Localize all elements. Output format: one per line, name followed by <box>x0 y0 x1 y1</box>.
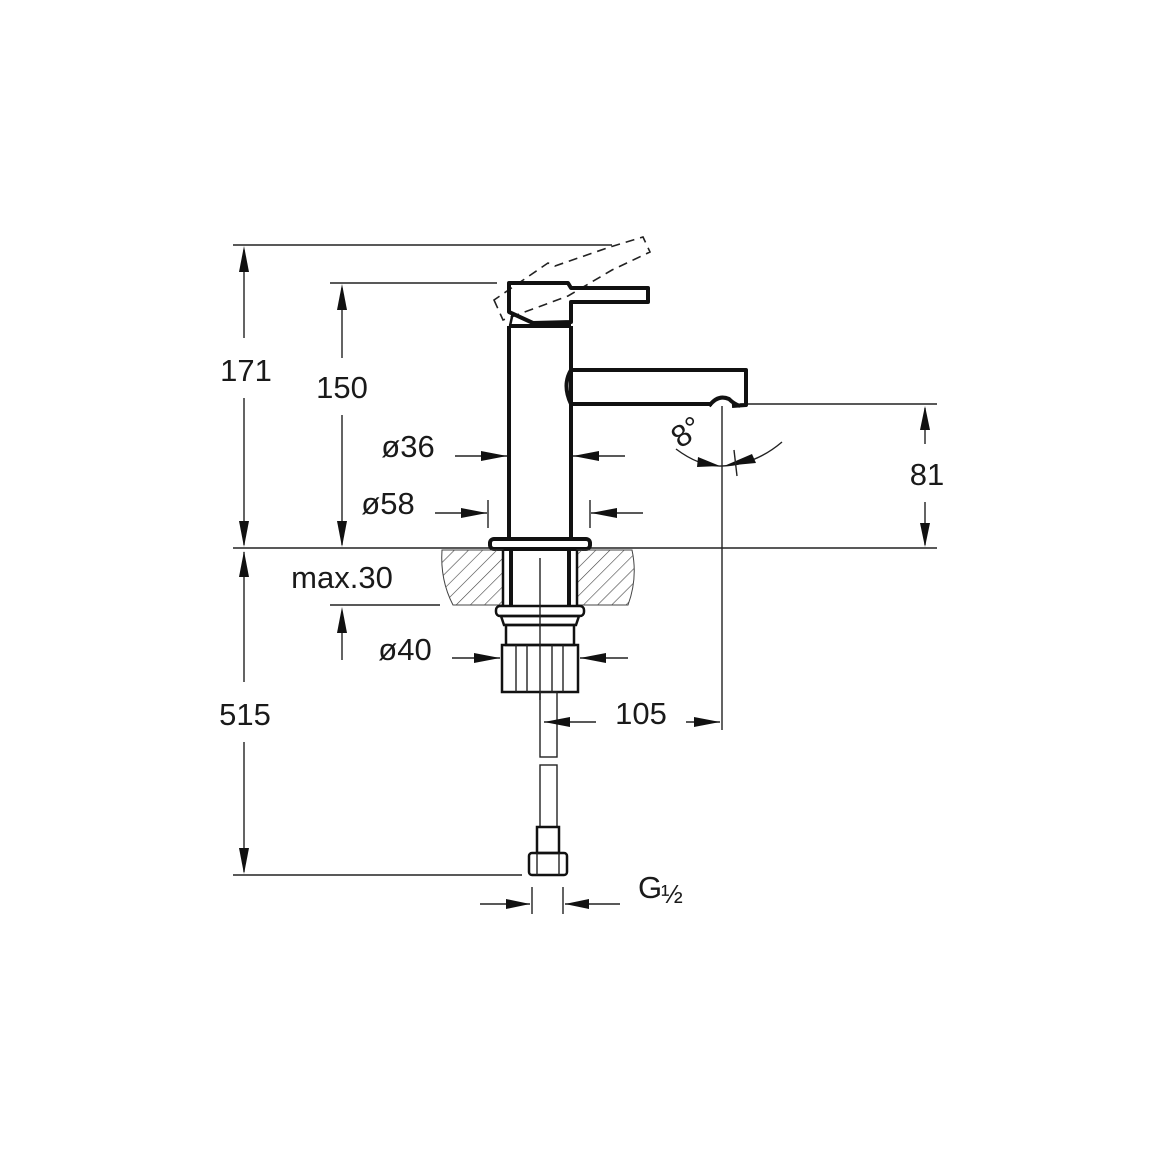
dim-label-105: 105 <box>615 696 667 731</box>
dimension-lever-height: 150 <box>316 284 368 547</box>
dim-label-8deg: 8° <box>664 409 708 455</box>
dim-label-36: ø36 <box>381 429 434 464</box>
dim-label-half: ½ <box>661 879 683 909</box>
counter-top-section <box>441 549 635 700</box>
dimension-overall-height: 171 <box>220 246 272 547</box>
dimension-spout-angle: 8° <box>664 406 783 730</box>
dimension-hose-length: 515 <box>219 551 271 874</box>
dim-label-81: 81 <box>910 457 944 492</box>
dimension-base-diameter: ø58 <box>361 486 643 528</box>
dim-label-40: ø40 <box>378 632 431 667</box>
dimension-spout-height: 81 <box>910 406 944 547</box>
dimension-body-diameter: ø36 <box>381 429 625 464</box>
dim-label-g: G <box>638 870 662 905</box>
dim-label-150: 150 <box>316 370 368 405</box>
dimension-spout-projection: 105 <box>544 696 720 731</box>
dim-label-515: 515 <box>219 697 271 732</box>
dimension-shank-diameter: ø40 <box>378 632 628 667</box>
dim-label-58: ø58 <box>361 486 414 521</box>
dim-label-max30: max.30 <box>291 560 393 595</box>
faucet-body <box>488 236 748 551</box>
dimension-counter-thickness: max.30 <box>291 560 393 660</box>
dim-label-171: 171 <box>220 353 272 388</box>
dimension-connection-thread: G ½ <box>480 870 683 914</box>
flexible-hose <box>527 691 569 877</box>
